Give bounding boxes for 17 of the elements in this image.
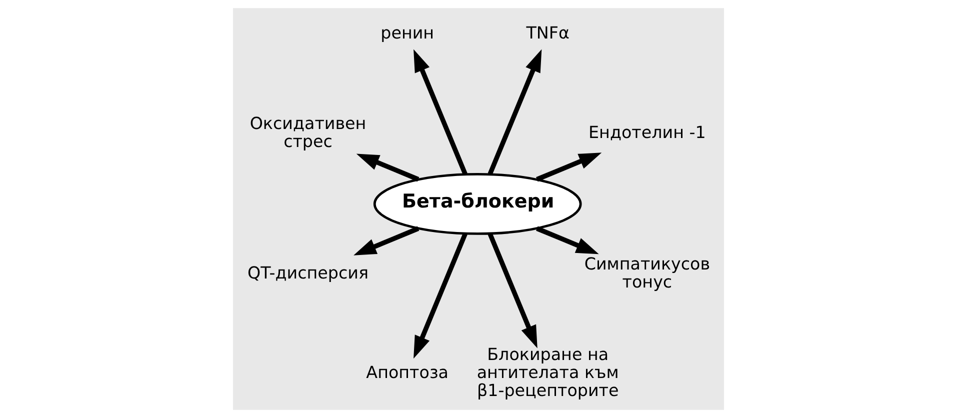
arrow: [356, 154, 419, 182]
arrow: [536, 152, 602, 182]
arrow: [487, 49, 542, 175]
node-text: ренин: [380, 24, 434, 43]
node-text: Ендотелин -1: [588, 123, 706, 142]
node-text: Блокиране на антителата към β1-рецепторите: [476, 345, 618, 400]
node-text: TNFα: [526, 24, 569, 43]
node-ellipse: Бета-блокери: [372, 173, 582, 235]
node-text: Оксидативен стрес: [249, 114, 366, 152]
arrow: [413, 232, 467, 359]
node-text: Симпатикусов тонус: [584, 254, 710, 292]
node-text: Апоптоза: [366, 362, 448, 382]
arrow: [487, 232, 537, 348]
arrow: [413, 49, 467, 175]
arrow: [353, 226, 419, 256]
arrow: [536, 226, 598, 254]
node-text: QT-дисперсия: [247, 264, 368, 283]
